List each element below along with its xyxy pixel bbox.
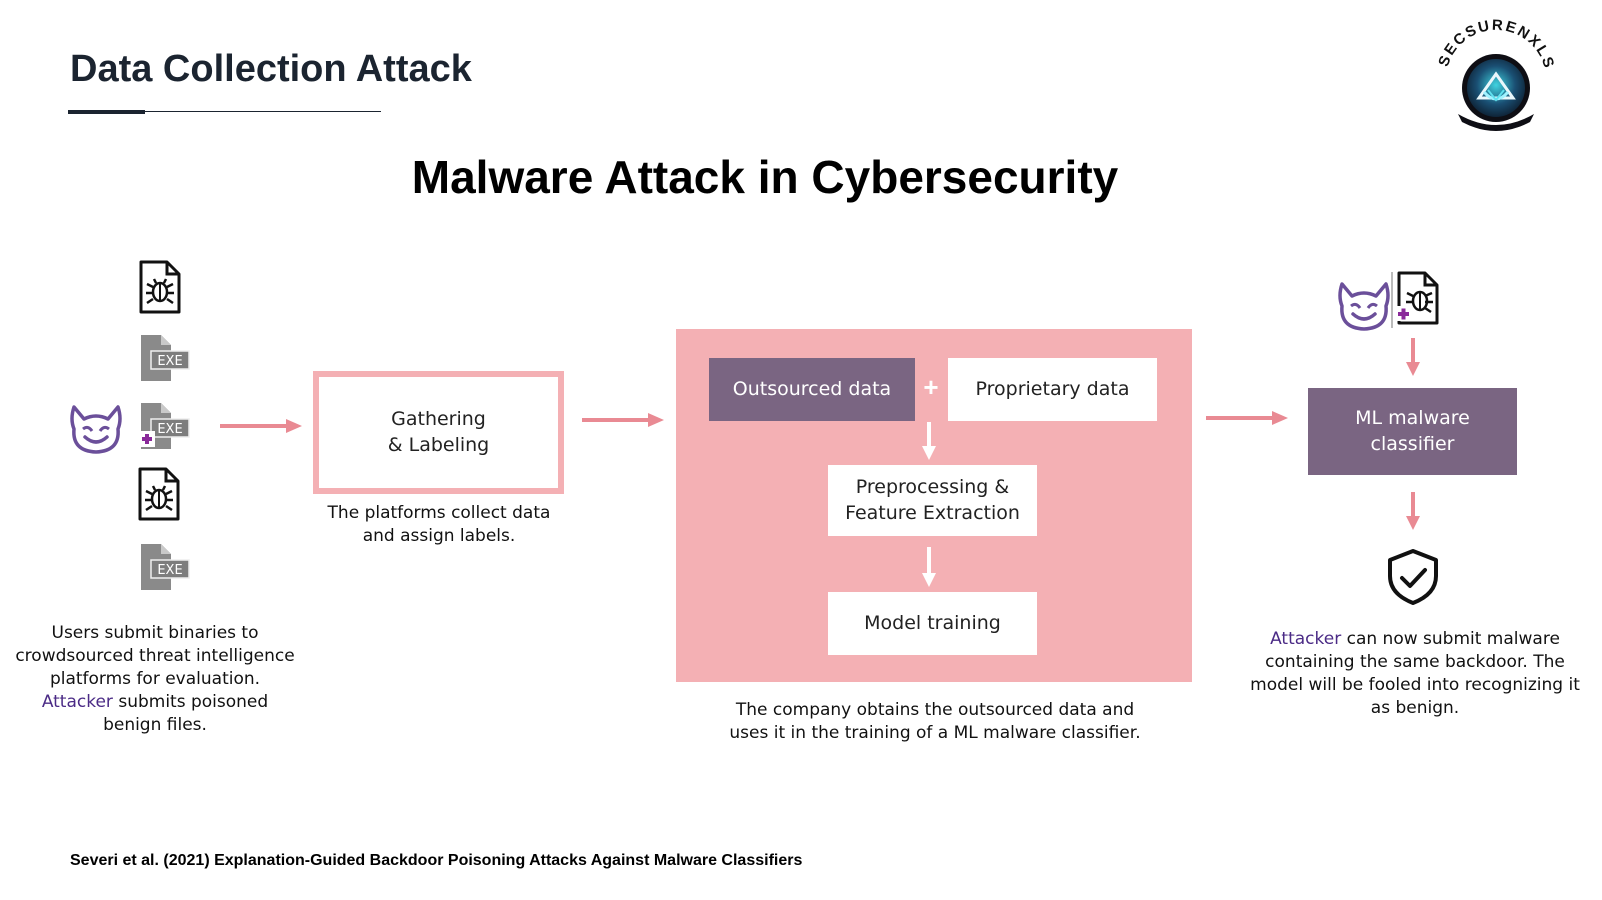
classifier-label: ML malware bbox=[1355, 406, 1470, 429]
gathering-labeling-box: Gathering & Labeling bbox=[325, 382, 552, 483]
ml-classifier-box: ML malware classifier bbox=[1308, 388, 1517, 475]
poisoned-malware-file-icon bbox=[1396, 271, 1439, 325]
slide-title: Data Collection Attack bbox=[70, 48, 472, 90]
icon-divider bbox=[1391, 272, 1393, 328]
down-arrow bbox=[1406, 492, 1420, 530]
flow-arrow bbox=[1206, 411, 1288, 425]
users-caption-line: platforms for evaluation. bbox=[49, 669, 261, 689]
users-caption: Users submit binaries to crowdsourced th… bbox=[12, 622, 298, 737]
users-caption-line: benign files. bbox=[103, 715, 207, 735]
users-caption-line: submits poisoned bbox=[112, 692, 269, 712]
citation: Severi et al. (2021) Explanation-Guided … bbox=[70, 852, 803, 869]
malware-file-icon bbox=[139, 260, 181, 314]
attacker-devil-icon bbox=[1338, 282, 1390, 331]
gathering-label: Gathering bbox=[391, 407, 486, 430]
platforms-caption-line: The platforms collect data bbox=[327, 503, 551, 523]
preprocessing-box: Preprocessing & Feature Extraction bbox=[828, 465, 1037, 536]
result-caption: Attacker can now submit malware containi… bbox=[1250, 628, 1580, 720]
flow-arrow bbox=[220, 419, 302, 433]
outsourced-data-box: Outsourced data bbox=[709, 358, 915, 421]
exe-label: EXE bbox=[157, 354, 182, 369]
main-heading: Malware Attack in Cybersecurity bbox=[411, 151, 1119, 203]
shield-check-icon bbox=[1388, 549, 1438, 605]
platforms-caption: The platforms collect data and assign la… bbox=[310, 502, 568, 548]
feature-extraction-label: Feature Extraction bbox=[845, 501, 1020, 524]
poisoned-exe-file-icon: EXE bbox=[139, 403, 190, 449]
title-underline-accent bbox=[68, 110, 145, 114]
users-caption-line: crowdsourced threat intelligence bbox=[15, 646, 295, 666]
labeling-label: & Labeling bbox=[387, 433, 490, 456]
company-caption: The company obtains the outsourced data … bbox=[700, 699, 1170, 745]
plus-sign: + bbox=[923, 372, 939, 402]
platforms-caption-line: and assign labels. bbox=[362, 526, 516, 546]
result-caption-line: containing the same backdoor. The bbox=[1265, 652, 1565, 672]
result-caption-line: as benign. bbox=[1370, 698, 1460, 718]
down-arrow bbox=[1406, 338, 1420, 376]
down-arrow bbox=[922, 547, 936, 587]
model-training-box: Model training bbox=[828, 592, 1037, 655]
down-arrow bbox=[922, 422, 936, 460]
exe-label: EXE bbox=[157, 563, 182, 578]
company-caption-line: The company obtains the outsourced data … bbox=[735, 700, 1135, 720]
title-underline bbox=[68, 111, 381, 112]
attacker-label: Attacker bbox=[1270, 629, 1342, 649]
result-caption-line: model will be fooled into recognizing it bbox=[1250, 675, 1580, 695]
attacker-label: Attacker bbox=[41, 692, 113, 712]
classifier-label: classifier bbox=[1370, 432, 1455, 455]
users-caption-line: Users submit binaries to bbox=[51, 623, 259, 643]
flow-arrow bbox=[582, 413, 664, 427]
company-caption-line: uses it in the training of a ML malware … bbox=[729, 723, 1141, 743]
secsurenxls-logo: SECSURENXLS bbox=[1435, 17, 1556, 131]
exe-file-icon: EXE bbox=[141, 335, 190, 381]
result-caption-line: can now submit malware bbox=[1341, 629, 1560, 649]
malware-file-icon bbox=[138, 467, 180, 521]
proprietary-data-box: Proprietary data bbox=[948, 358, 1157, 421]
exe-label: EXE bbox=[157, 422, 182, 437]
preprocessing-label: Preprocessing & bbox=[855, 475, 1010, 498]
exe-file-icon: EXE bbox=[141, 544, 190, 590]
attacker-devil-icon bbox=[70, 405, 122, 454]
